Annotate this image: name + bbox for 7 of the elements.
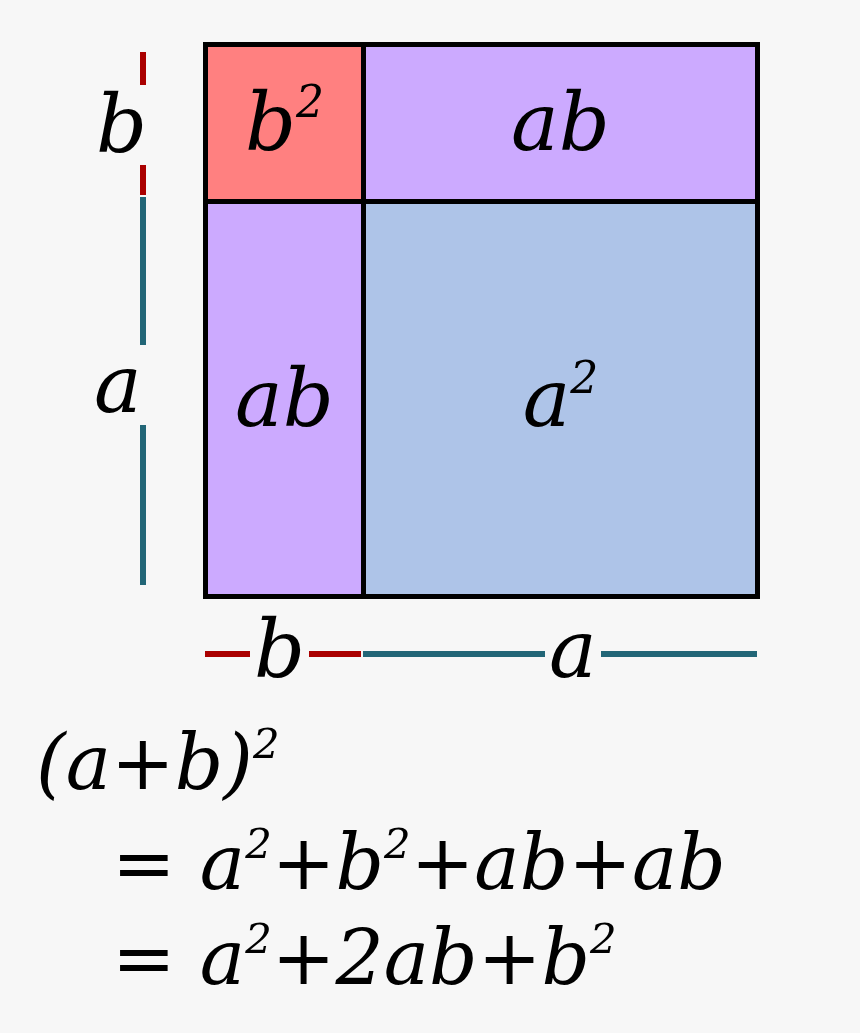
area-label: ab [511, 83, 610, 163]
equation-text: = a$^{2}$+2ab+b$^{2}$ [111, 920, 618, 996]
area-label: b$^{2}$ [244, 83, 325, 163]
equation-text: (a+b)$^{2}$ [35, 725, 281, 801]
area-label: ab [235, 359, 334, 439]
area-label: a$^{2}$ [522, 359, 599, 439]
equation-text: = a$^{2}$+b$^{2}$+ab+ab [111, 825, 727, 901]
